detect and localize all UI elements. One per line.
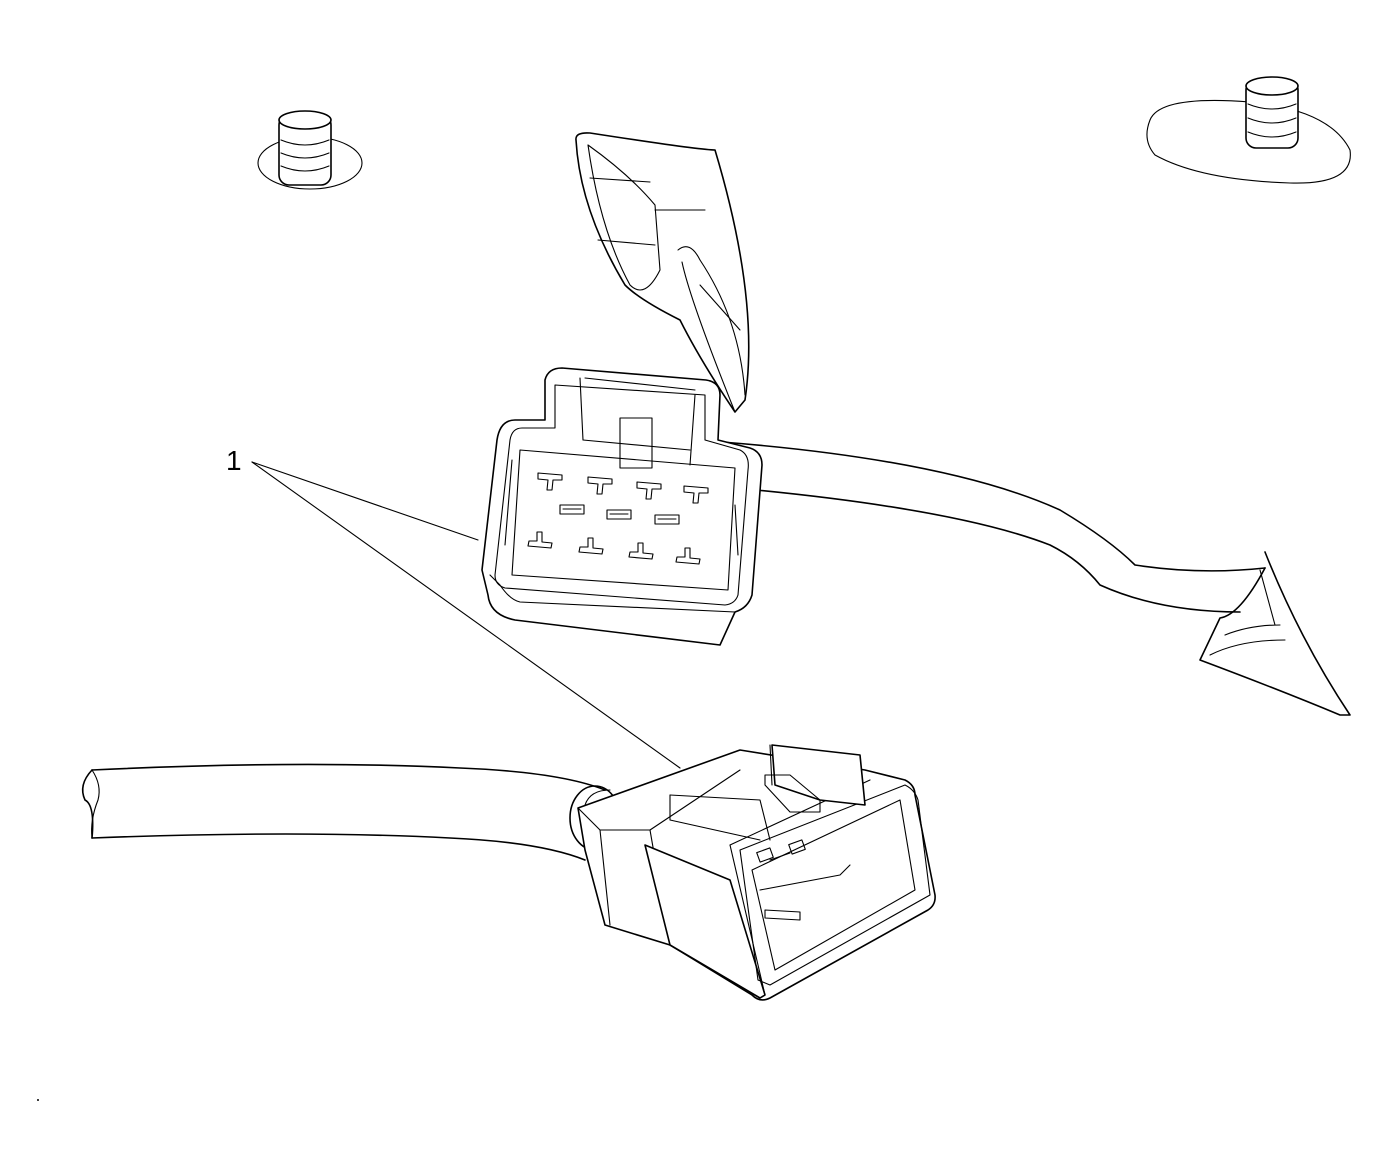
female-connector bbox=[481, 367, 763, 646]
dot-mark bbox=[37, 1099, 39, 1101]
terminal-row-top bbox=[537, 472, 709, 504]
male-connector bbox=[577, 744, 936, 1001]
female-connector-terminals bbox=[527, 472, 709, 565]
harness-strap bbox=[575, 132, 750, 413]
mounting-stud-left bbox=[257, 110, 363, 190]
male-connector-terminals bbox=[756, 839, 851, 921]
mounting-stud-right bbox=[1146, 76, 1351, 184]
callout-label-1: 1 bbox=[226, 445, 242, 476]
terminal-row-bottom bbox=[527, 531, 701, 565]
callout-leaders bbox=[251, 461, 681, 769]
lower-harness-cable bbox=[81, 763, 621, 861]
terminal-row-middle bbox=[559, 504, 680, 525]
upper-harness-wire bbox=[721, 441, 1351, 716]
